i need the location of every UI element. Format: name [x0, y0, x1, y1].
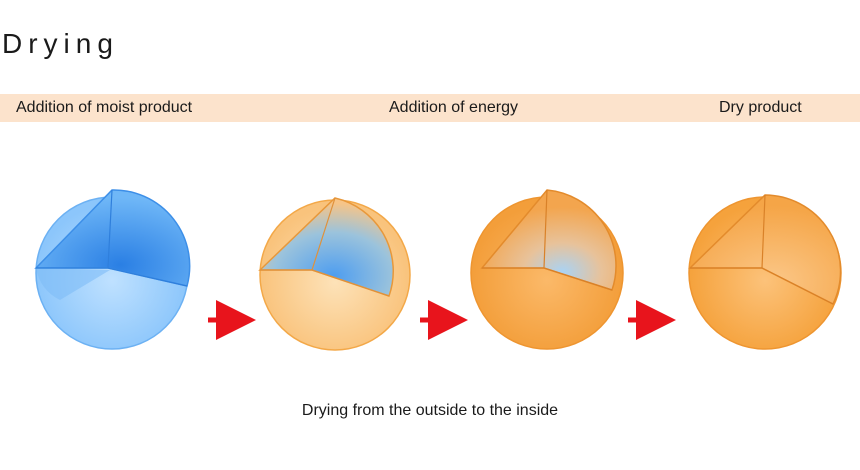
sphere-dry — [688, 194, 842, 350]
label-addition-of-energy: Addition of energy — [389, 99, 518, 116]
sphere-moist — [34, 189, 191, 350]
sphere-drying-inner — [470, 189, 624, 350]
label-moist-product: Addition of moist product — [16, 99, 193, 116]
label-dry-product: Dry product — [719, 99, 802, 116]
sphere-drying-outer — [258, 197, 411, 351]
diagram-caption: Drying from the outside to the inside — [301, 402, 559, 419]
stage-band: Addition of moist product Addition of en… — [0, 94, 860, 122]
diagram-title: Drying — [2, 28, 119, 59]
